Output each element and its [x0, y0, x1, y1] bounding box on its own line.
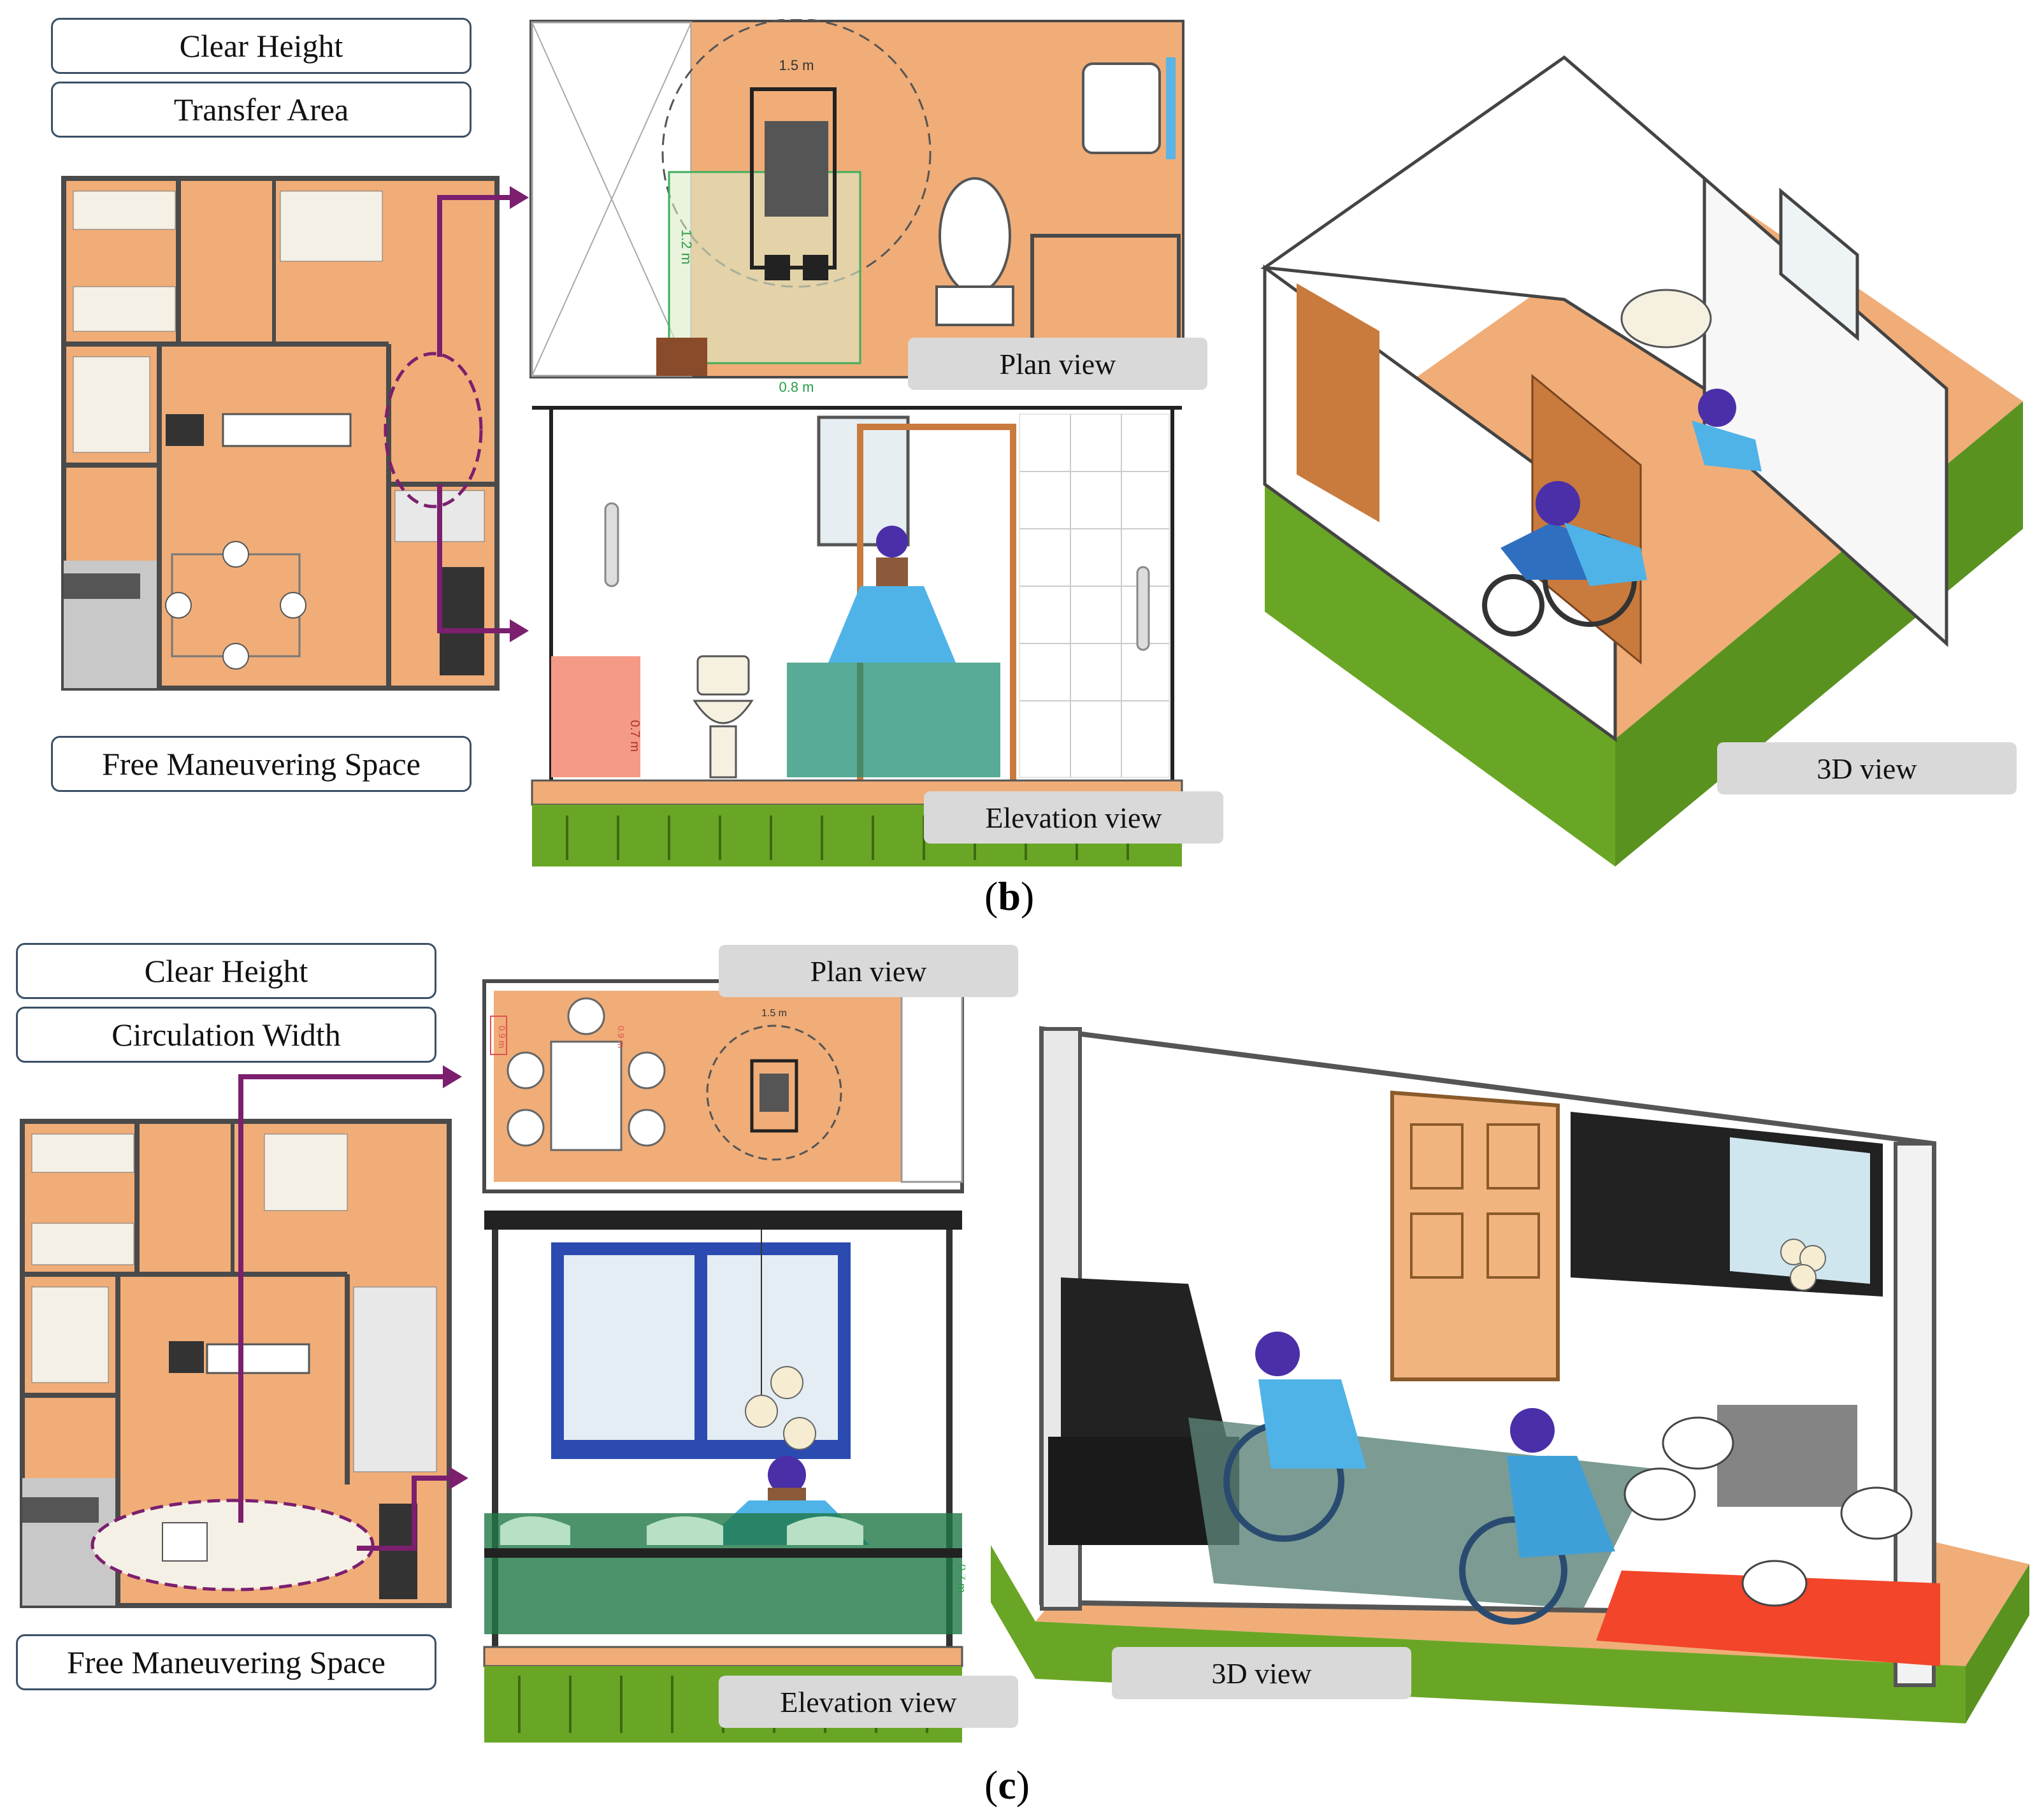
wheelchair-icon — [828, 526, 956, 663]
callout-arrows-b — [437, 186, 529, 642]
wheelchair-icon — [1223, 1332, 1367, 1542]
wheelchair-icon — [750, 1059, 798, 1133]
turn-dimension-c: 1.5 m — [761, 1008, 787, 1019]
height-dimension-c: 0.7 m — [955, 1564, 965, 1593]
width-dimension-b: 0.8 m — [779, 379, 814, 395]
3d-view-tag-c: 3D view — [1112, 1647, 1411, 1699]
wheelchair-icon — [750, 87, 837, 280]
toilet-icon — [935, 177, 1014, 326]
door-icon — [1390, 1090, 1560, 1381]
circulation-width-label: Circulation Width — [16, 1007, 436, 1063]
gap-a-dimension: 0.9 m — [497, 1026, 507, 1048]
height-dimension-b: 0.7 m — [628, 720, 642, 752]
floor-plan-b — [57, 172, 503, 694]
panel-label-c: (c) — [984, 1762, 1030, 1808]
turn-dimension-b: 1.5 m — [779, 57, 814, 73]
elevation-view-tag-c: Elevation view — [719, 1676, 1018, 1728]
wheelchair-icon — [1482, 481, 1647, 636]
floor-plan-c — [16, 1115, 462, 1612]
depth-dimension-b: 1.2 m — [679, 229, 695, 264]
window-icon — [1779, 187, 1859, 342]
pendant-lamp-icon — [1780, 1239, 1826, 1291]
3d-view-c — [991, 1026, 2029, 1723]
plan-view-tag-b: Plan view — [908, 338, 1207, 390]
plan-view-b: 1.5 m 1.2 m 0.8 m — [529, 19, 1184, 395]
free-maneuvering-space-label-c: Free Maneuvering Space — [16, 1634, 436, 1690]
wheelchair-icon — [1692, 389, 1762, 471]
clear-height-label-c: Clear Height — [16, 943, 436, 999]
pendant-lamp-icon — [745, 1230, 816, 1450]
transfer-area-label: Transfer Area — [51, 82, 471, 138]
callout-arrows-c — [238, 1065, 468, 1551]
clear-height-label-b: Clear Height — [51, 18, 471, 74]
toilet-icon — [693, 655, 754, 779]
elevation-view-tag-b: Elevation view — [924, 791, 1223, 844]
panel-label-b: (b) — [984, 874, 1035, 919]
3d-view-tag-b: 3D view — [1717, 742, 2017, 794]
plan-view-c: 0.9 m 0.9 m 1.5 m — [482, 979, 964, 1193]
wheelchair-icon — [1459, 1408, 1615, 1625]
toilet-icon — [1620, 289, 1712, 349]
elevation-view-b: 0.7 m — [531, 406, 1183, 866]
window-icon — [551, 1242, 851, 1459]
elevation-view-c: 0.7 m — [483, 1211, 965, 1743]
window-icon — [1571, 1112, 1883, 1297]
free-maneuvering-space-label-b: Free Maneuvering Space — [51, 736, 471, 792]
gap-b-dimension: 0.9 m — [616, 1026, 626, 1048]
plan-view-tag-c: Plan view — [719, 945, 1018, 997]
